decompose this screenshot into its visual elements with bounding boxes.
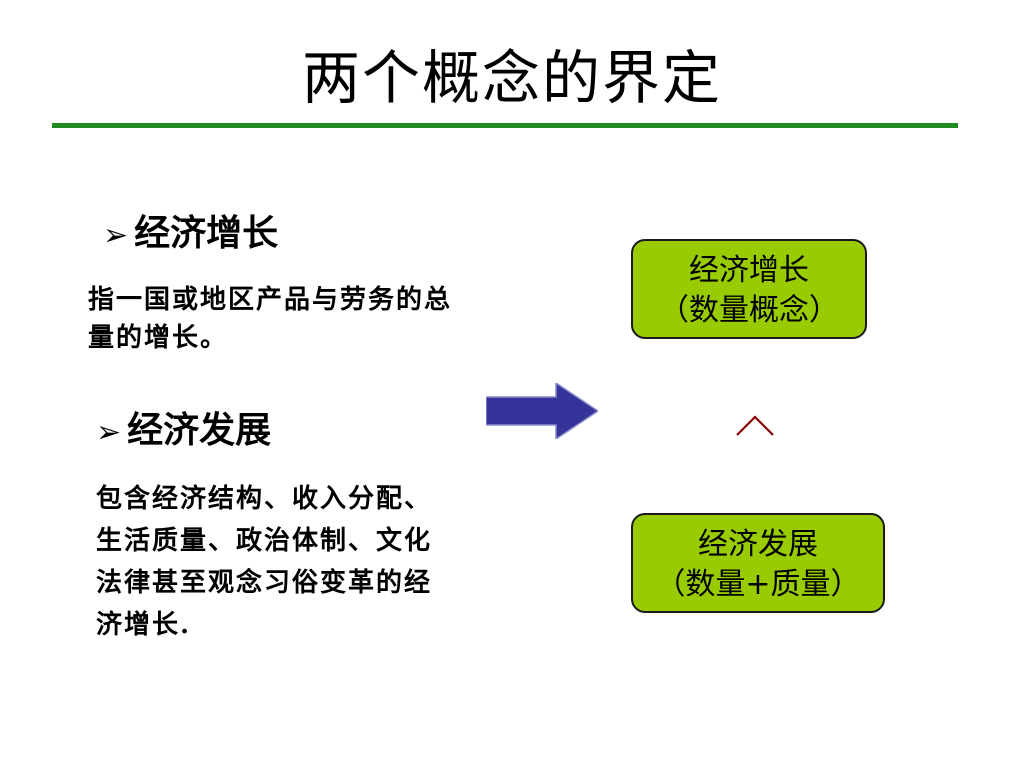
right-arrow-icon xyxy=(486,383,598,439)
slide-title: 两个概念的界定 xyxy=(301,44,722,112)
bullet-heading-growth: ➢经济增长 xyxy=(103,211,278,258)
concept-box-growth-line2: （数量概念） xyxy=(659,293,839,328)
heading-growth-text: 经济增长 xyxy=(134,212,279,254)
bullet-arrow-icon: ➢ xyxy=(96,415,122,450)
concept-box-growth: 经济增长 （数量概念） xyxy=(631,239,867,339)
concept-box-development: 经济发展 （数量+质量） xyxy=(631,513,885,613)
heading-development-text: 经济发展 xyxy=(127,409,272,451)
bullet-arrow-icon: ➢ xyxy=(103,218,129,253)
description-growth: 指一国或地区产品与劳务的总量的增长。 xyxy=(88,285,453,353)
caret-up-icon xyxy=(736,415,774,436)
description-development: 包含经济结构、收入分配、生活质量、政治体制、文化法律甚至观念习俗变革的经济增长. xyxy=(96,484,433,640)
concept-box-development-line1: 经济发展 xyxy=(698,527,818,562)
concept-box-development-line2: （数量+质量） xyxy=(655,567,861,602)
concept-box-growth-line1: 经济增长 xyxy=(689,253,809,288)
bullet-heading-development: ➢经济发展 xyxy=(96,408,271,455)
title-rule xyxy=(52,123,958,128)
